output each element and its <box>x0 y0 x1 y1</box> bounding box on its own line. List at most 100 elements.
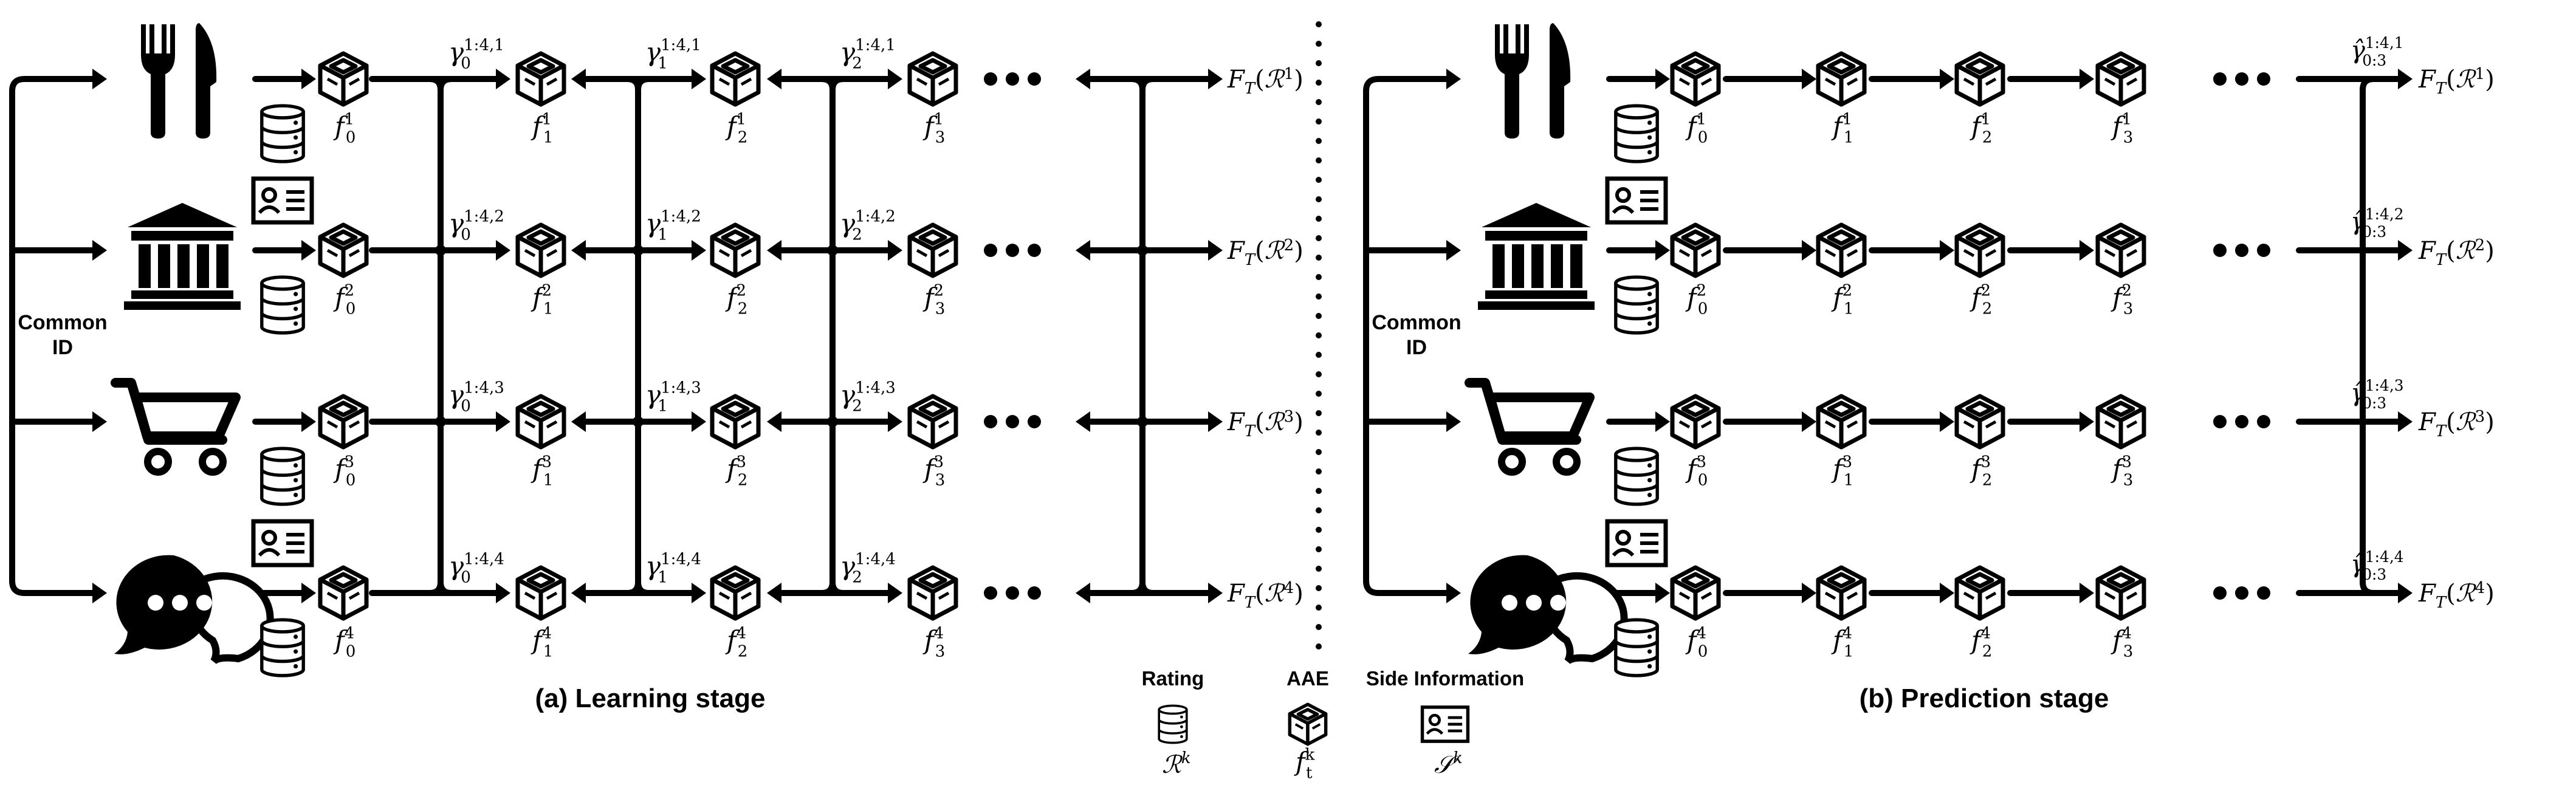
side-information-icon <box>253 521 312 565</box>
separator-dot <box>1316 80 1322 86</box>
ellipsis-dot <box>2235 72 2248 86</box>
separator-dot <box>1316 157 1322 163</box>
aae-cube-icon <box>1672 567 1719 619</box>
legend-rating-icon <box>1158 704 1188 744</box>
plus-flow-arrowhead <box>1802 411 1816 432</box>
aae-cube-icon <box>1818 53 1864 105</box>
input-arrowhead <box>301 69 316 89</box>
bus-junction <box>633 245 644 256</box>
shopping-cart-icon <box>1469 383 1590 472</box>
ellipsis-dot <box>2257 244 2270 257</box>
chat-bubbles-icon <box>1468 555 1624 661</box>
legend-side-information-symbol: 𝒮k <box>1434 749 1463 779</box>
plus-flow-arrowhead <box>1940 69 1954 89</box>
separator-dot <box>1316 332 1322 338</box>
bus-junction <box>633 416 644 427</box>
source-branch-arrowhead <box>92 240 107 261</box>
plus-flow-arrowhead <box>2080 240 2094 261</box>
source-branch-arrowhead <box>1446 583 1461 603</box>
flow-arrowhead <box>1208 69 1223 89</box>
bus-junction <box>827 416 838 427</box>
separator-dot <box>1316 352 1322 358</box>
separator-dot <box>1316 605 1322 611</box>
prediction-stage-caption: (b) Prediction stage <box>1860 684 2109 713</box>
aae-cube-icon <box>1818 225 1864 276</box>
bus-junction <box>827 245 838 256</box>
separator-dot <box>1316 566 1322 572</box>
ellipsis-dot <box>984 586 997 600</box>
plus-flow-arrowhead <box>1802 69 1816 89</box>
aae-cube-icon <box>518 396 564 447</box>
aae-cube-icon <box>910 225 956 276</box>
plus-flow-arrowhead <box>2080 411 2094 432</box>
aae-cube-icon <box>910 567 956 619</box>
flow-arrowhead <box>571 240 586 261</box>
flow-arrowhead <box>1076 583 1090 603</box>
aae-cube-icon <box>1957 225 2003 276</box>
rating-database-icon <box>262 448 303 504</box>
flow-arrowhead <box>1208 583 1223 603</box>
separator-dot <box>1316 430 1322 436</box>
rating-database-icon <box>1616 277 1657 333</box>
fork-knife-icon <box>1495 23 1571 139</box>
ellipsis-dot <box>984 415 997 428</box>
separator-dot <box>1316 468 1322 475</box>
plus-flow-arrowhead <box>1940 583 1954 603</box>
aae-cube-icon <box>2098 225 2144 276</box>
source-branch-arrowhead <box>92 411 107 432</box>
legend-aae-title: AAE <box>1286 667 1329 690</box>
ellipsis-dot <box>2257 72 2270 86</box>
ellipsis-dot <box>984 244 997 257</box>
separator-dot <box>1316 21 1322 27</box>
separator-dot <box>1316 293 1322 300</box>
input-arrowhead <box>1655 411 1670 432</box>
source-branch-arrowhead <box>1446 69 1461 89</box>
bus-junction <box>435 245 446 256</box>
source-branch-arrowhead <box>1446 240 1461 261</box>
aae-cube-icon <box>2098 396 2144 447</box>
ellipsis-dot <box>2213 244 2227 257</box>
input-arrowhead <box>301 240 316 261</box>
ellipsis-dot <box>1006 415 1019 428</box>
flow-arrowhead <box>767 240 781 261</box>
separator-dot <box>1316 585 1322 591</box>
learning-stage-caption: (a) Learning stage <box>535 684 766 713</box>
output-arrowhead <box>2398 583 2413 603</box>
aae-cube-icon <box>320 53 366 105</box>
source-branch-arrowhead <box>92 69 107 89</box>
ellipsis-dot <box>1006 244 1019 257</box>
separator-dot <box>1316 274 1322 280</box>
source-branch-line <box>1363 578 1454 596</box>
output-label: FT(ℛ3) <box>1227 408 1303 440</box>
ellipsis-dot <box>2213 415 2227 428</box>
output-label: FT(ℛ1) <box>2418 65 2495 98</box>
ellipsis-dot <box>2213 586 2227 600</box>
aae-cube-icon <box>1672 225 1719 276</box>
rating-database-icon <box>1616 448 1657 504</box>
ellipsis-dot <box>1006 72 1019 86</box>
source-branch-line <box>9 76 100 94</box>
input-arrowhead <box>1655 583 1670 603</box>
bus-junction <box>1137 245 1148 256</box>
separator-dot <box>1316 235 1322 241</box>
museum-icon <box>1478 203 1595 310</box>
aae-cube-icon <box>712 53 758 105</box>
output-arrowhead <box>2398 69 2413 89</box>
